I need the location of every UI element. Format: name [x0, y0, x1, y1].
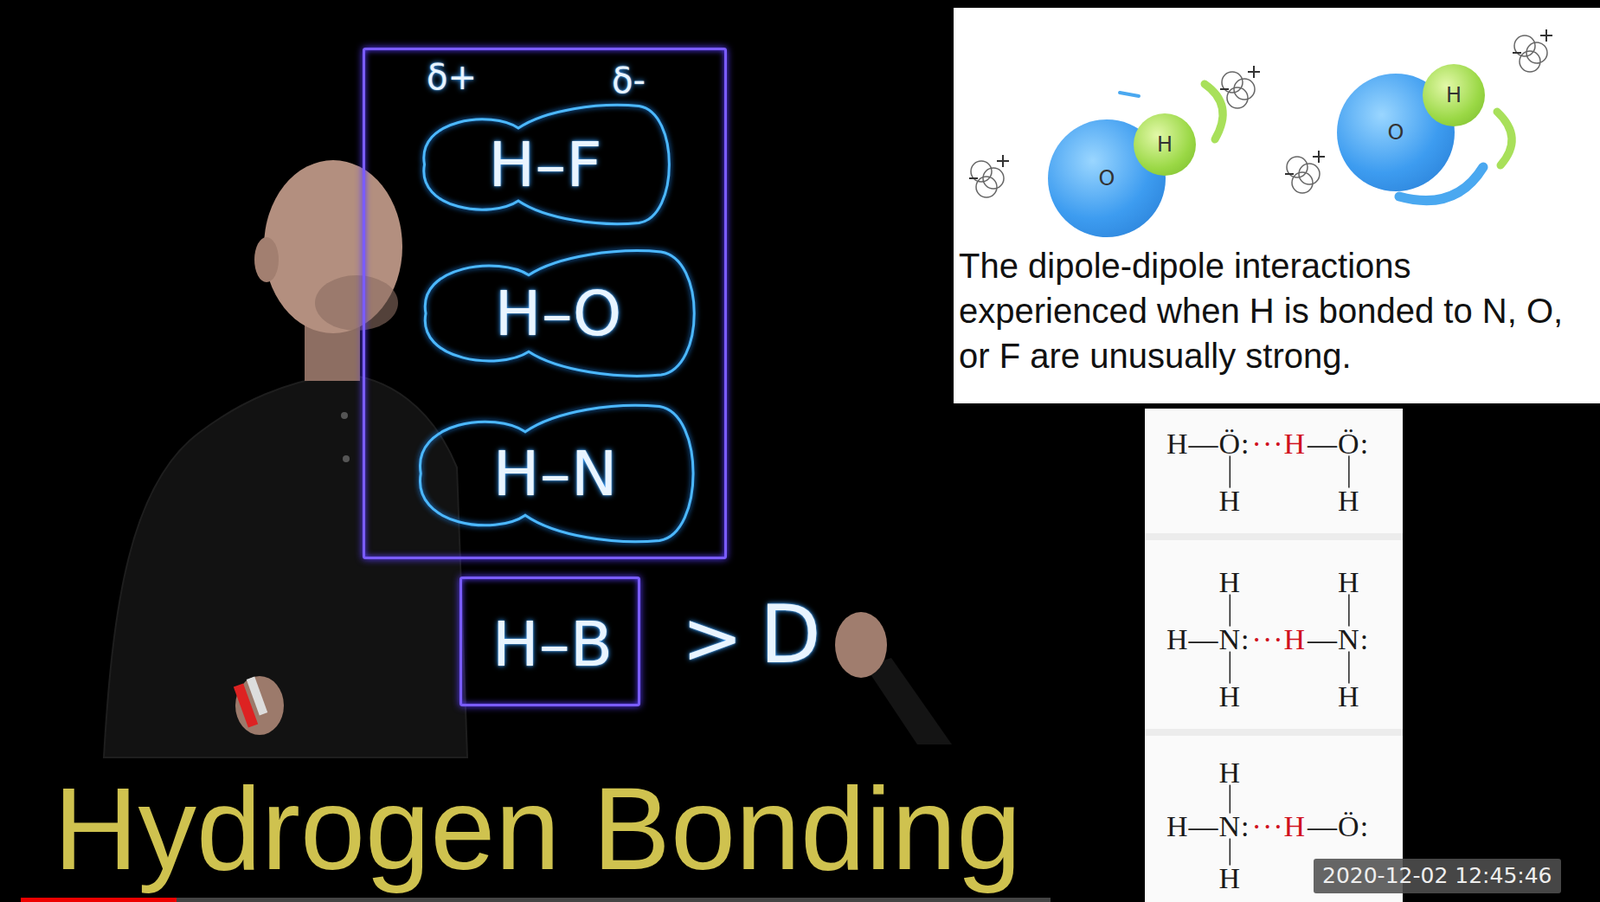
shirt-button: [340, 411, 348, 419]
cloud-outline-path: [424, 250, 694, 377]
atom-symbol: H: [1219, 861, 1242, 897]
charge-mark: [1512, 51, 1522, 54]
illustration-stroke: [1497, 111, 1512, 166]
hydrogen-bond: ···H: [1252, 426, 1307, 463]
formula-panel: [1144, 408, 1403, 902]
progress-track: [20, 897, 1051, 902]
illustration-stroke: [1204, 83, 1223, 140]
lecturer-body: [103, 373, 468, 758]
shirt-button: [342, 455, 350, 463]
atom-symbol: H: [1219, 755, 1242, 791]
dipole-sketch: [1519, 51, 1541, 72]
atom-symbol: H: [1337, 679, 1361, 715]
dipole-sketch: [1291, 172, 1313, 193]
formula-fragment: H—Ö:: [1166, 426, 1251, 463]
panel-separator: [1144, 728, 1403, 736]
atom-symbol: H: [1219, 565, 1242, 601]
formula-fragment: —Ö:: [1307, 809, 1369, 845]
panel-separator: [1144, 533, 1403, 540]
slide-panel: The dipole-dipole interactions experienc…: [953, 7, 1600, 404]
hydrogen-bond: ···H: [1252, 622, 1307, 658]
bond-line: [1348, 594, 1350, 627]
bond-line: [1229, 456, 1232, 489]
lecturer-hand: [835, 611, 887, 678]
dipole-sketch: [976, 176, 997, 198]
formula-fragment: H—N:: [1166, 809, 1251, 845]
dipole-sketch: [1227, 87, 1248, 109]
dipole-sketch: [1298, 163, 1320, 185]
handwritten-text: H–N: [493, 442, 618, 505]
dipole-sketch: [1526, 42, 1548, 64]
atom-label: H: [1156, 134, 1173, 155]
illustration-stroke: [1119, 92, 1139, 97]
atom-symbol: H: [1219, 679, 1242, 715]
atom-label: O: [1387, 122, 1405, 143]
lecturer-figure: [103, 160, 952, 758]
electron-cloud: H–N: [405, 398, 705, 548]
bond-line: [1229, 784, 1232, 814]
charge-mark: [1220, 88, 1229, 90]
atom-symbol: H: [1337, 483, 1361, 520]
bond-line: [1229, 651, 1232, 684]
video-title: Hydrogen Bonding: [53, 761, 1022, 896]
boxed-term: H–B: [459, 576, 641, 707]
dipole-sketch: [1233, 78, 1255, 100]
charge-mark: [1285, 173, 1294, 175]
hydrogen-bond: ···H: [1252, 809, 1307, 845]
cloud-outline-path: [419, 404, 694, 541]
atom-symbol: H: [1337, 565, 1361, 601]
hydrogen-sphere: H: [1133, 113, 1196, 176]
bond-line: [1229, 594, 1232, 627]
marker-pen: [246, 676, 268, 716]
cloud-outline-path: [424, 104, 670, 224]
partial-charge: δ-: [611, 63, 646, 98]
handwritten-text: H–B: [492, 612, 614, 675]
dipole-sketch: [983, 167, 1004, 189]
comparison-sign: >: [681, 601, 743, 675]
lightboard-frame: δ+δ-H–FH–OH–N: [362, 47, 727, 560]
atom-label: O: [1098, 167, 1116, 189]
bond-line: [1229, 838, 1232, 866]
bond-lines: [1229, 456, 1350, 866]
formula-fragment: H—N:: [1166, 622, 1251, 658]
atom-symbol: H: [1219, 483, 1242, 520]
handwritten-text: H–O: [494, 282, 623, 345]
handwritten-text: H–F: [488, 133, 603, 196]
electron-cloud: H–O: [411, 244, 706, 382]
slide-text: The dipole-dipole interactions experienc…: [958, 243, 1589, 379]
charge-mark: [1002, 154, 1004, 168]
charge-mark: [1317, 150, 1320, 163]
formula-fragment: —N:: [1307, 622, 1369, 658]
progress-bar: [20, 897, 177, 902]
formula-fragment: —Ö:: [1307, 426, 1369, 463]
lecturer-beard: [314, 275, 399, 331]
charge-mark: [1545, 29, 1548, 42]
partial-charge: δ+: [426, 59, 477, 95]
lecturer-ear: [254, 237, 279, 283]
lecturer-sleeve: [865, 657, 952, 745]
atom-label: H: [1445, 84, 1462, 106]
hydrogen-sphere: H: [1422, 64, 1485, 127]
bond-line: [1348, 456, 1350, 489]
handwritten-letter: D: [759, 595, 822, 675]
electron-cloud: δ+δ-H–F: [411, 99, 680, 230]
charge-mark: [1253, 65, 1255, 78]
timestamp: 2020-12-02 12:45:46: [1313, 858, 1562, 894]
lecturer-head: [263, 160, 403, 334]
bond-line: [1348, 651, 1350, 684]
charge-mark: [969, 177, 978, 180]
